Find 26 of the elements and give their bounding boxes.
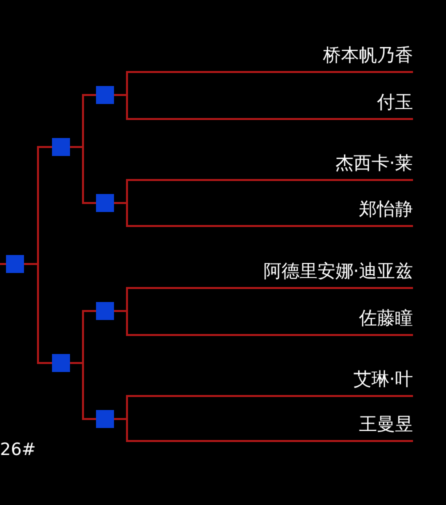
match-box	[96, 86, 114, 104]
player-name: 佐藤瞳	[359, 307, 413, 330]
player-name: 郑怡静	[359, 198, 413, 221]
match-box	[96, 302, 114, 320]
player-line	[128, 151, 413, 181]
match-box	[96, 194, 114, 212]
player-line	[128, 43, 413, 73]
player-line	[128, 197, 413, 227]
player-line	[128, 306, 413, 336]
player-name: 艾琳·叶	[353, 368, 413, 391]
player-name: 桥本帆乃香	[323, 44, 413, 67]
player-name: 杰西卡·莱	[335, 152, 413, 175]
player-name: 付玉	[377, 91, 413, 114]
player-line	[128, 259, 413, 289]
match-box	[52, 354, 70, 372]
bracket-line	[24, 263, 52, 364]
player-name: 阿德里安娜·迪亚兹	[263, 260, 413, 283]
match-box	[52, 138, 70, 156]
match-box	[96, 410, 114, 428]
player-line	[128, 367, 413, 397]
bracket-line	[114, 418, 128, 442]
match-box	[6, 255, 24, 273]
bracket-line	[114, 310, 128, 336]
note-text: 26#	[0, 440, 36, 460]
player-name: 王曼昱	[359, 413, 413, 436]
bracket-line	[114, 94, 128, 120]
